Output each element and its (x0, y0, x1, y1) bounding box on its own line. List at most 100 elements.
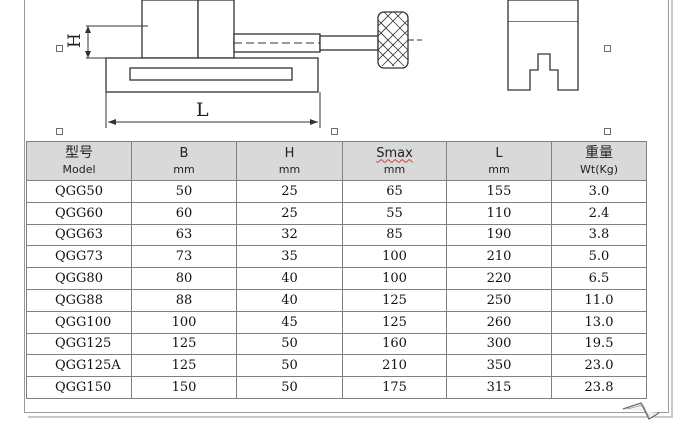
value-cell: 50 (131, 180, 237, 203)
column-header-label: H (284, 145, 295, 161)
value-cell: 350 (446, 354, 552, 378)
value-cell: 220 (446, 267, 552, 290)
value-cell: 85 (342, 223, 447, 247)
value-cell: 19.5 (551, 332, 647, 356)
value-cell: 80 (131, 267, 237, 290)
value-cell: 88 (131, 288, 237, 312)
resize-handle[interactable] (331, 128, 338, 135)
value-cell: 175 (342, 376, 447, 399)
column-header-unit: Wt(Kg) (580, 162, 618, 176)
value-cell: 50 (236, 354, 343, 378)
column-header-label: Smax (344, 145, 446, 162)
value-cell: 50 (236, 376, 343, 399)
page-shadow (28, 0, 673, 418)
column-header-label: 型号 (65, 144, 93, 161)
resize-handle[interactable] (56, 128, 63, 135)
value-cell: 50 (236, 332, 343, 356)
resize-handle[interactable] (604, 45, 611, 52)
column-header-unit: mm (173, 162, 195, 176)
model-cell: QGG80 (26, 267, 132, 290)
value-cell: 100 (342, 267, 447, 290)
model-cell: QGG125 (26, 332, 132, 356)
column-header-label: B (179, 145, 189, 161)
value-cell: 190 (446, 223, 552, 247)
dimension-l-label: L (196, 99, 209, 121)
value-cell: 65 (342, 180, 447, 203)
value-cell: 110 (446, 201, 552, 225)
column-header-label: L (495, 145, 503, 161)
value-cell: 40 (236, 288, 343, 312)
page-frame (24, 0, 669, 413)
resize-handle[interactable] (604, 128, 611, 135)
model-cell: QGG73 (26, 245, 132, 269)
model-cell: QGG88 (26, 288, 132, 312)
model-cell: QGG63 (26, 223, 132, 247)
value-cell: 25 (236, 201, 343, 225)
value-cell: 210 (446, 245, 552, 269)
column-header-unit: mm (383, 162, 406, 176)
value-cell: 125 (131, 332, 237, 356)
value-cell: 73 (131, 245, 237, 269)
value-cell: 125 (342, 288, 447, 312)
column-header-unit: Model (62, 162, 96, 176)
value-cell: 32 (236, 223, 343, 247)
value-cell: 315 (446, 376, 552, 399)
model-cell: QGG100 (26, 310, 132, 334)
page-curl-corner (622, 402, 660, 420)
value-cell: 6.5 (551, 267, 647, 290)
model-cell: QGG50 (26, 180, 132, 203)
value-cell: 100 (342, 245, 447, 269)
value-cell: 35 (236, 245, 343, 269)
value-cell: 125 (342, 310, 447, 334)
value-cell: 3.8 (551, 223, 647, 247)
value-cell: 40 (236, 267, 343, 290)
value-cell: 60 (131, 201, 237, 225)
value-cell: 100 (131, 310, 237, 334)
value-cell: 23.8 (551, 376, 647, 399)
value-cell: 11.0 (551, 288, 647, 312)
value-cell: 23.0 (551, 354, 647, 378)
value-cell: 210 (342, 354, 447, 378)
value-cell: 3.0 (551, 180, 647, 203)
column-header-label: 重量 (585, 144, 613, 161)
value-cell: 13.0 (551, 310, 647, 334)
smax-label: Smax (376, 145, 413, 161)
value-cell: 2.4 (551, 201, 647, 225)
dimension-h-label: H (65, 33, 85, 48)
value-cell: 160 (342, 332, 447, 356)
value-cell: 5.0 (551, 245, 647, 269)
model-cell: QGG150 (26, 376, 132, 399)
value-cell: 155 (446, 180, 552, 203)
resize-handle[interactable] (56, 45, 63, 52)
value-cell: 300 (446, 332, 552, 356)
value-cell: 55 (342, 201, 447, 225)
value-cell: 25 (236, 180, 343, 203)
value-cell: 150 (131, 376, 237, 399)
value-cell: 260 (446, 310, 552, 334)
value-cell: 63 (131, 223, 237, 247)
value-cell: 45 (236, 310, 343, 334)
model-cell: QGG60 (26, 201, 132, 225)
column-header-unit: mm (488, 162, 510, 176)
value-cell: 125 (131, 354, 237, 378)
column-header-unit: mm (278, 162, 301, 176)
